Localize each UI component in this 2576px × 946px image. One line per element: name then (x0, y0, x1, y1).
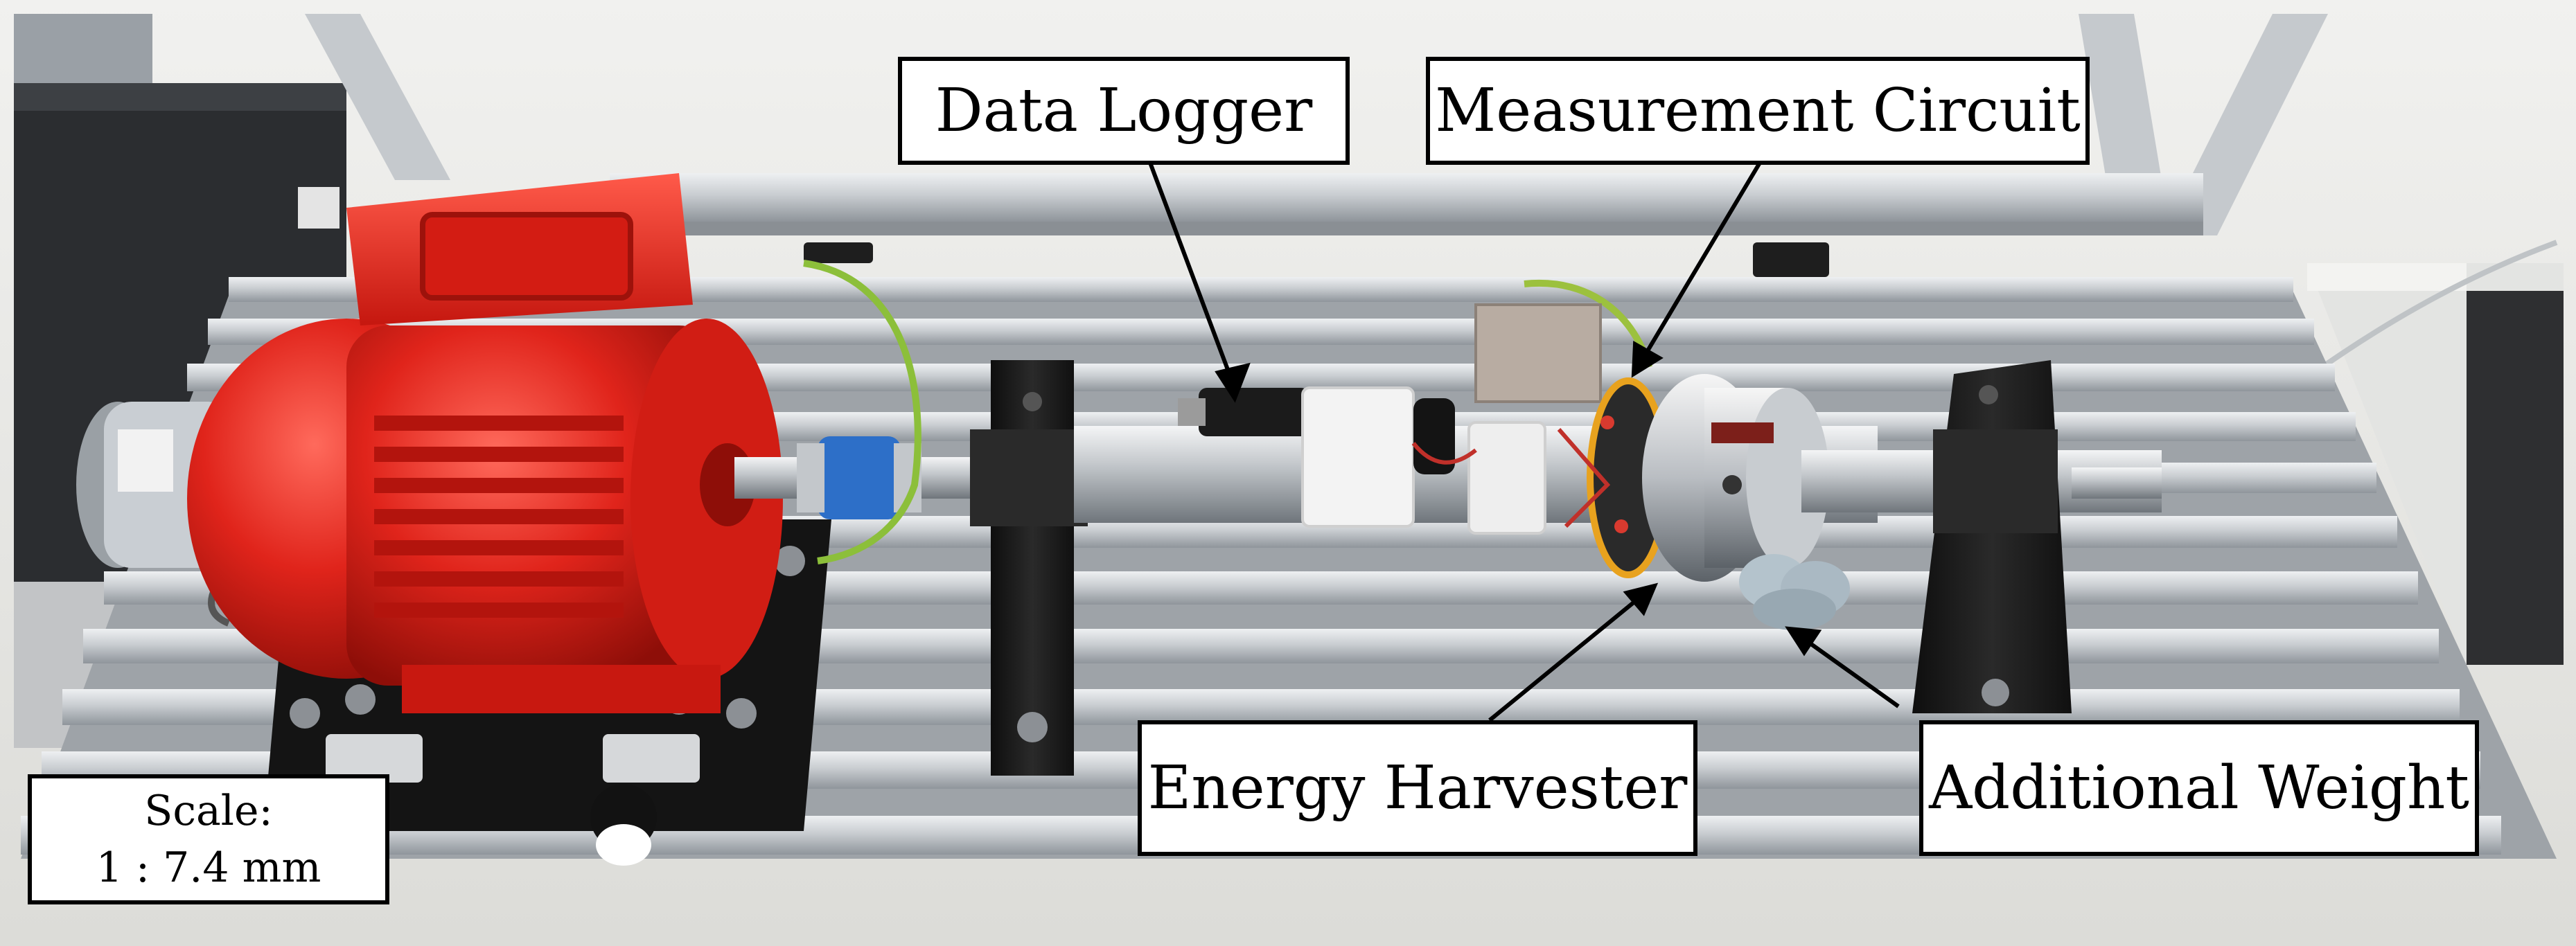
shaft-end (2072, 467, 2162, 499)
additional-weight-block (1739, 554, 1850, 630)
label-additional-weight: Additional Weight (1919, 720, 2479, 856)
arrow-additional-weight (1800, 635, 1900, 708)
label-data-logger: Data Logger (898, 57, 1350, 165)
arrow-energy-harvester (1488, 594, 1643, 722)
label-measurement-circuit-text: Measurement Circuit (1435, 76, 2081, 145)
label-energy-harvester-text: Energy Harvester (1147, 753, 1688, 823)
energy-harvester-unit (1642, 374, 1829, 582)
callout-arrows (1148, 161, 1900, 722)
label-measurement-circuit: Measurement Circuit (1426, 57, 2090, 165)
scale-indicator: Scale: 1 : 7.4 mm (28, 774, 389, 904)
data-logger-device (1178, 386, 1546, 535)
right-bearing-bracket (1912, 360, 2072, 713)
steel-plate (1474, 303, 1602, 403)
label-additional-weight-text: Additional Weight (1929, 753, 2469, 823)
left-bearing-bracket (970, 360, 1088, 776)
earth-wire (803, 260, 921, 564)
measurement-circuit-board (1557, 377, 1670, 578)
right-table (2291, 240, 2564, 665)
label-data-logger-text: Data Logger (935, 76, 1313, 145)
scale-title: Scale: (144, 787, 273, 835)
label-energy-harvester: Energy Harvester (1138, 720, 1697, 856)
arrow-data-logger (1148, 161, 1235, 386)
electric-motor (187, 173, 783, 713)
aluminium-frame (305, 14, 2328, 277)
arrow-measurement-circuit (1640, 161, 1762, 362)
scale-value: 1 : 7.4 mm (96, 844, 321, 892)
